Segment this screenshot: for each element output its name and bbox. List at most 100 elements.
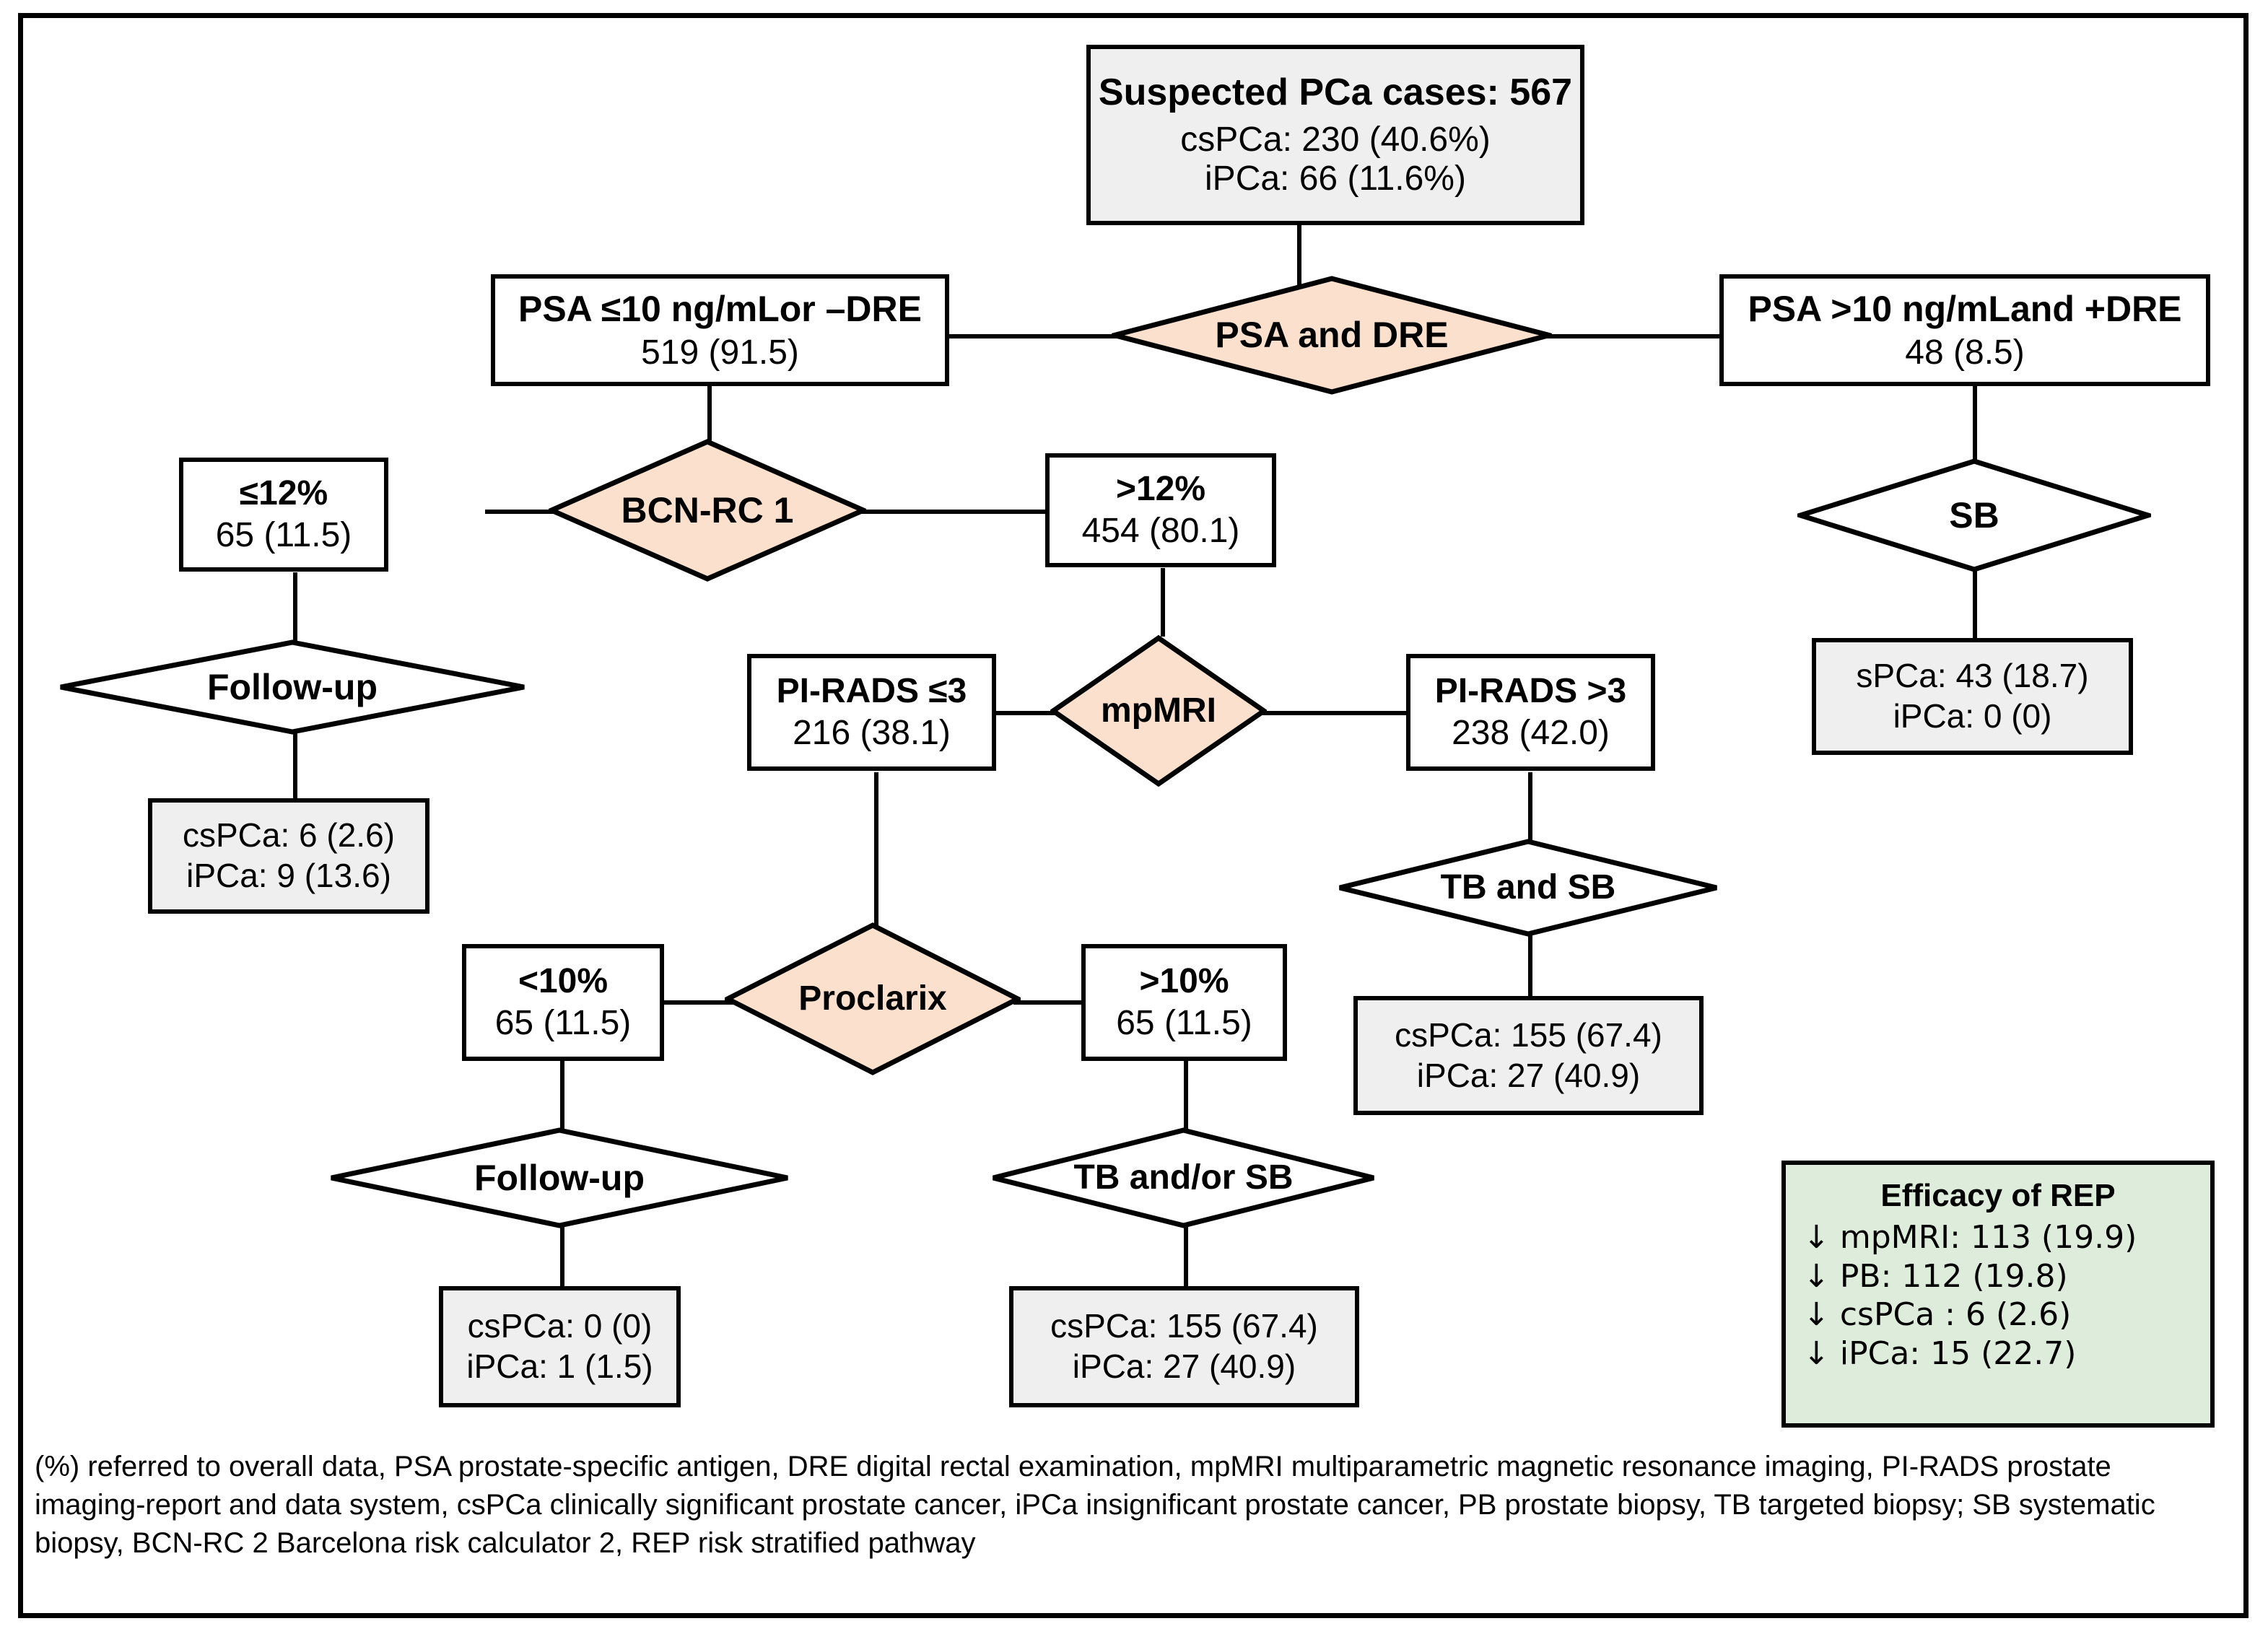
pirads-high-threshold: PI-RADS >3 [1434, 672, 1627, 711]
decision-followup-proclarix-label: Follow-up [474, 1157, 645, 1198]
decision-mpmri-label: mpMRI [1101, 691, 1216, 730]
connector-bcnrc-to-bcnlow [485, 510, 556, 514]
decision-followup-bcn: Follow-up [58, 639, 527, 735]
connector-tbsb-to-result [1528, 935, 1532, 1000]
connector-bcnhigh-to-mpmri [1161, 568, 1165, 637]
legend-row-ipca: ↓ iPCa: 15 (22.7) [1803, 1335, 2077, 1373]
proclarix-low-threshold: <10% [518, 962, 609, 1001]
tb-andor-sb-cspca: csPCa: 155 (67.4) [1050, 1307, 1318, 1345]
followup-proclarix-ipca: iPCa: 1 (1.5) [466, 1347, 653, 1385]
node-pirads-low: PI-RADS ≤3 216 (38.1) [747, 654, 996, 771]
footnote-abbreviations: (%) referred to overall data, PSA prosta… [35, 1451, 2155, 1559]
legend-efficacy-of-rep: Efficacy of REP ↓ mpMRI: 113 (19.9) ↓ PB… [1781, 1161, 2215, 1428]
pirads-high-count: 238 (42.0) [1452, 714, 1610, 752]
pirads-low-threshold: PI-RADS ≤3 [776, 672, 967, 711]
node-followup-proclarix-result: csPCa: 0 (0) iPCa: 1 (1.5) [439, 1286, 681, 1407]
bcn-low-count: 65 (11.5) [215, 516, 352, 554]
connector-psadre-to-psalow [948, 334, 1121, 338]
connector-followup2-to-result [560, 1227, 564, 1288]
tb-and-sb-cspca: csPCa: 155 (67.4) [1395, 1015, 1662, 1054]
bcn-low-threshold: ≤12% [239, 474, 328, 513]
connector-psahigh-to-sb [1973, 384, 1977, 460]
connector-psadre-to-psahigh [1545, 334, 1722, 338]
diamond-shape [1112, 276, 1552, 395]
diamond-shape [1797, 458, 2151, 572]
connector-mpmri-to-piradshigh [1259, 711, 1410, 715]
followup-proclarix-cspca: csPCa: 0 (0) [467, 1307, 653, 1345]
decision-psa-and-dre: PSA and DRE [1112, 276, 1552, 395]
psa-low-count: 519 (91.5) [641, 333, 799, 372]
pirads-low-count: 216 (38.1) [793, 714, 951, 752]
diamond-shape [993, 1127, 1374, 1228]
node-proclarix-low: <10% 65 (11.5) [462, 944, 664, 1061]
diagram-frame [18, 13, 2249, 1618]
psa-high-criteria: PSA >10 ng/mLand +DRE [1748, 288, 2182, 329]
node-bcn-low: ≤12% 65 (11.5) [179, 458, 388, 572]
connector-piradshigh-to-tbsb [1528, 772, 1532, 841]
legend-row-mpmri: ↓ mpMRI: 113 (19.9) [1803, 1219, 2137, 1256]
connector-tbandorsb-to-result [1184, 1227, 1188, 1288]
diamond-shape [1050, 635, 1267, 787]
decision-sb: SB [1797, 458, 2151, 572]
connector-psalow-to-bcnrc [707, 384, 712, 442]
connector-root-to-psadre [1297, 224, 1301, 285]
decision-proclarix: Proclarix [725, 922, 1021, 1075]
decision-tb-and-sb-label: TB and SB [1440, 868, 1616, 906]
followup-bcn-ipca: iPCa: 9 (13.6) [186, 857, 391, 894]
connector-mpmri-to-piradslow [990, 711, 1063, 715]
legend-row-pb: ↓ PB: 112 (19.8) [1803, 1257, 2068, 1295]
psa-low-criteria: PSA ≤10 ng/mLor –DRE [518, 288, 923, 329]
diamond-shape [725, 922, 1021, 1075]
root-cspca: csPCa: 230 (40.6%) [1180, 121, 1491, 160]
root-title: Suspected PCa cases: 567 [1098, 71, 1573, 114]
connector-followup-to-result [293, 733, 297, 802]
diamond-shape [1339, 839, 1717, 937]
decision-bcn-rc: BCN-RC 1 [549, 439, 866, 582]
followup-bcn-cspca: csPCa: 6 (2.6) [183, 816, 395, 855]
decision-bcn-rc-label: BCN-RC 1 [621, 489, 794, 530]
decision-psa-and-dre-label: PSA and DRE [1215, 315, 1449, 355]
diamond-shape [331, 1127, 788, 1228]
node-sb-result: sPCa: 43 (18.7) iPCa: 0 (0) [1812, 638, 2133, 755]
node-tb-andor-sb-result: csPCa: 155 (67.4) iPCa: 27 (40.9) [1009, 1286, 1359, 1407]
node-psa-high: PSA >10 ng/mLand +DRE 48 (8.5) [1719, 274, 2210, 386]
proclarix-high-count: 65 (11.5) [1116, 1004, 1252, 1042]
node-proclarix-high: >10% 65 (11.5) [1081, 944, 1287, 1061]
decision-sb-label: SB [1949, 494, 1999, 536]
decision-proclarix-label: Proclarix [798, 979, 947, 1018]
bcn-high-count: 454 (80.1) [1081, 512, 1240, 550]
decision-mpmri: mpMRI [1050, 635, 1267, 787]
legend-title: Efficacy of REP [1880, 1178, 2116, 1213]
tb-and-sb-ipca: iPCa: 27 (40.9) [1416, 1056, 1641, 1094]
proclarix-low-count: 65 (11.5) [494, 1004, 632, 1042]
connector-piradslow-to-proclarix [874, 772, 878, 982]
root-ipca: iPCa: 66 (11.6%) [1205, 160, 1466, 198]
decision-tb-and-sb: TB and SB [1337, 839, 1719, 937]
bcn-high-threshold: >12% [1115, 470, 1206, 509]
node-psa-low: PSA ≤10 ng/mLor –DRE 519 (91.5) [491, 274, 949, 386]
connector-proclarix-to-high [1013, 1000, 1086, 1005]
decision-tb-andor-sb-label: TB and/or SB [1073, 1158, 1294, 1197]
decision-followup-proclarix: Follow-up [328, 1127, 790, 1228]
decision-tb-andor-sb: TB and/or SB [990, 1127, 1377, 1228]
node-tb-and-sb-result: csPCa: 155 (67.4) iPCa: 27 (40.9) [1353, 996, 1704, 1115]
node-bcn-high: >12% 454 (80.1) [1045, 453, 1276, 567]
connector-bcnrc-to-bcnhigh [858, 510, 1045, 514]
proclarix-high-threshold: >10% [1139, 962, 1229, 1001]
connector-sb-to-result [1973, 570, 1977, 641]
psa-high-count: 48 (8.5) [1905, 333, 2025, 372]
connector-proclarix-to-low [658, 1000, 734, 1005]
decision-followup-bcn-label: Follow-up [206, 666, 378, 707]
connector-bcnlow-to-followup [293, 572, 297, 641]
node-followup-bcn-result: csPCa: 6 (2.6) iPCa: 9 (13.6) [148, 798, 429, 914]
connector-proclow-to-followup [560, 1061, 564, 1130]
sb-result-ipca: iPCa: 0 (0) [1893, 697, 2052, 735]
tb-andor-sb-ipca: iPCa: 27 (40.9) [1072, 1347, 1296, 1385]
node-root: Suspected PCa cases: 567 csPCa: 230 (40.… [1086, 45, 1584, 225]
diamond-shape [60, 639, 525, 735]
sb-result-spca: sPCa: 43 (18.7) [1856, 657, 2089, 695]
node-pirads-high: PI-RADS >3 238 (42.0) [1406, 654, 1655, 771]
connector-prochigh-to-tbandorsb [1184, 1061, 1188, 1130]
diamond-shape [549, 439, 866, 582]
